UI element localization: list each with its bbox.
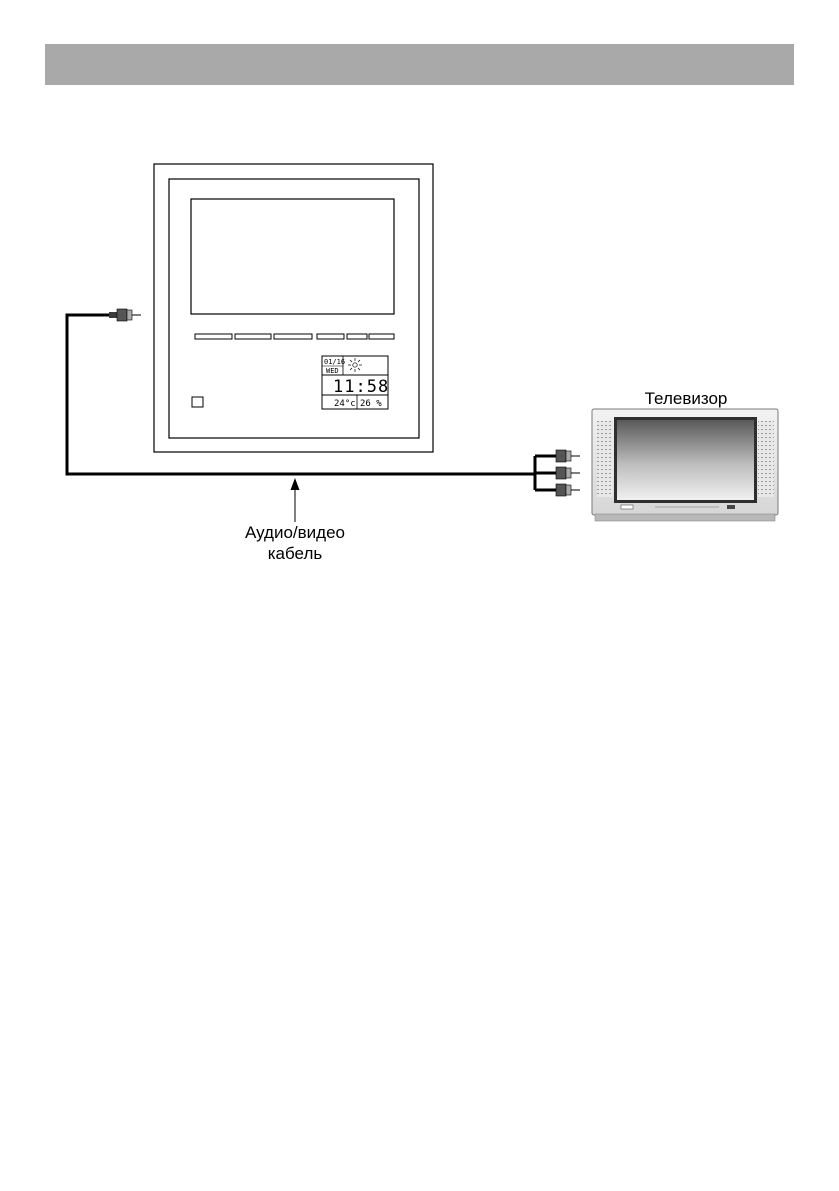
cable-label-line1: Аудио/видео bbox=[245, 523, 345, 542]
cable-label-line2: кабель bbox=[268, 544, 323, 563]
sun-icon bbox=[348, 358, 362, 372]
lcd-weekday: WED bbox=[326, 367, 339, 375]
lcd-temperature: 24°c bbox=[334, 399, 356, 409]
monitor-screen bbox=[191, 199, 394, 314]
lcd-time: 11:58 bbox=[333, 377, 389, 397]
tv-screen bbox=[617, 420, 754, 500]
lcd-date: 01/16 bbox=[324, 358, 345, 366]
cable-pointer-arrow bbox=[291, 478, 300, 522]
monitor-button-strip bbox=[195, 334, 394, 339]
television bbox=[592, 409, 778, 521]
monitor-lcd-panel: 01/16 WED 11:58 24°c 26 % bbox=[322, 356, 389, 409]
monitor-indicator-button bbox=[192, 397, 203, 407]
door-monitor: 01/16 WED 11:58 24°c 26 % bbox=[154, 164, 433, 452]
rca-plugs-tv bbox=[556, 450, 580, 496]
rca-plug-monitor bbox=[109, 309, 141, 321]
lcd-humidity: 26 % bbox=[360, 399, 382, 409]
tv-label: Телевизор bbox=[645, 389, 728, 408]
